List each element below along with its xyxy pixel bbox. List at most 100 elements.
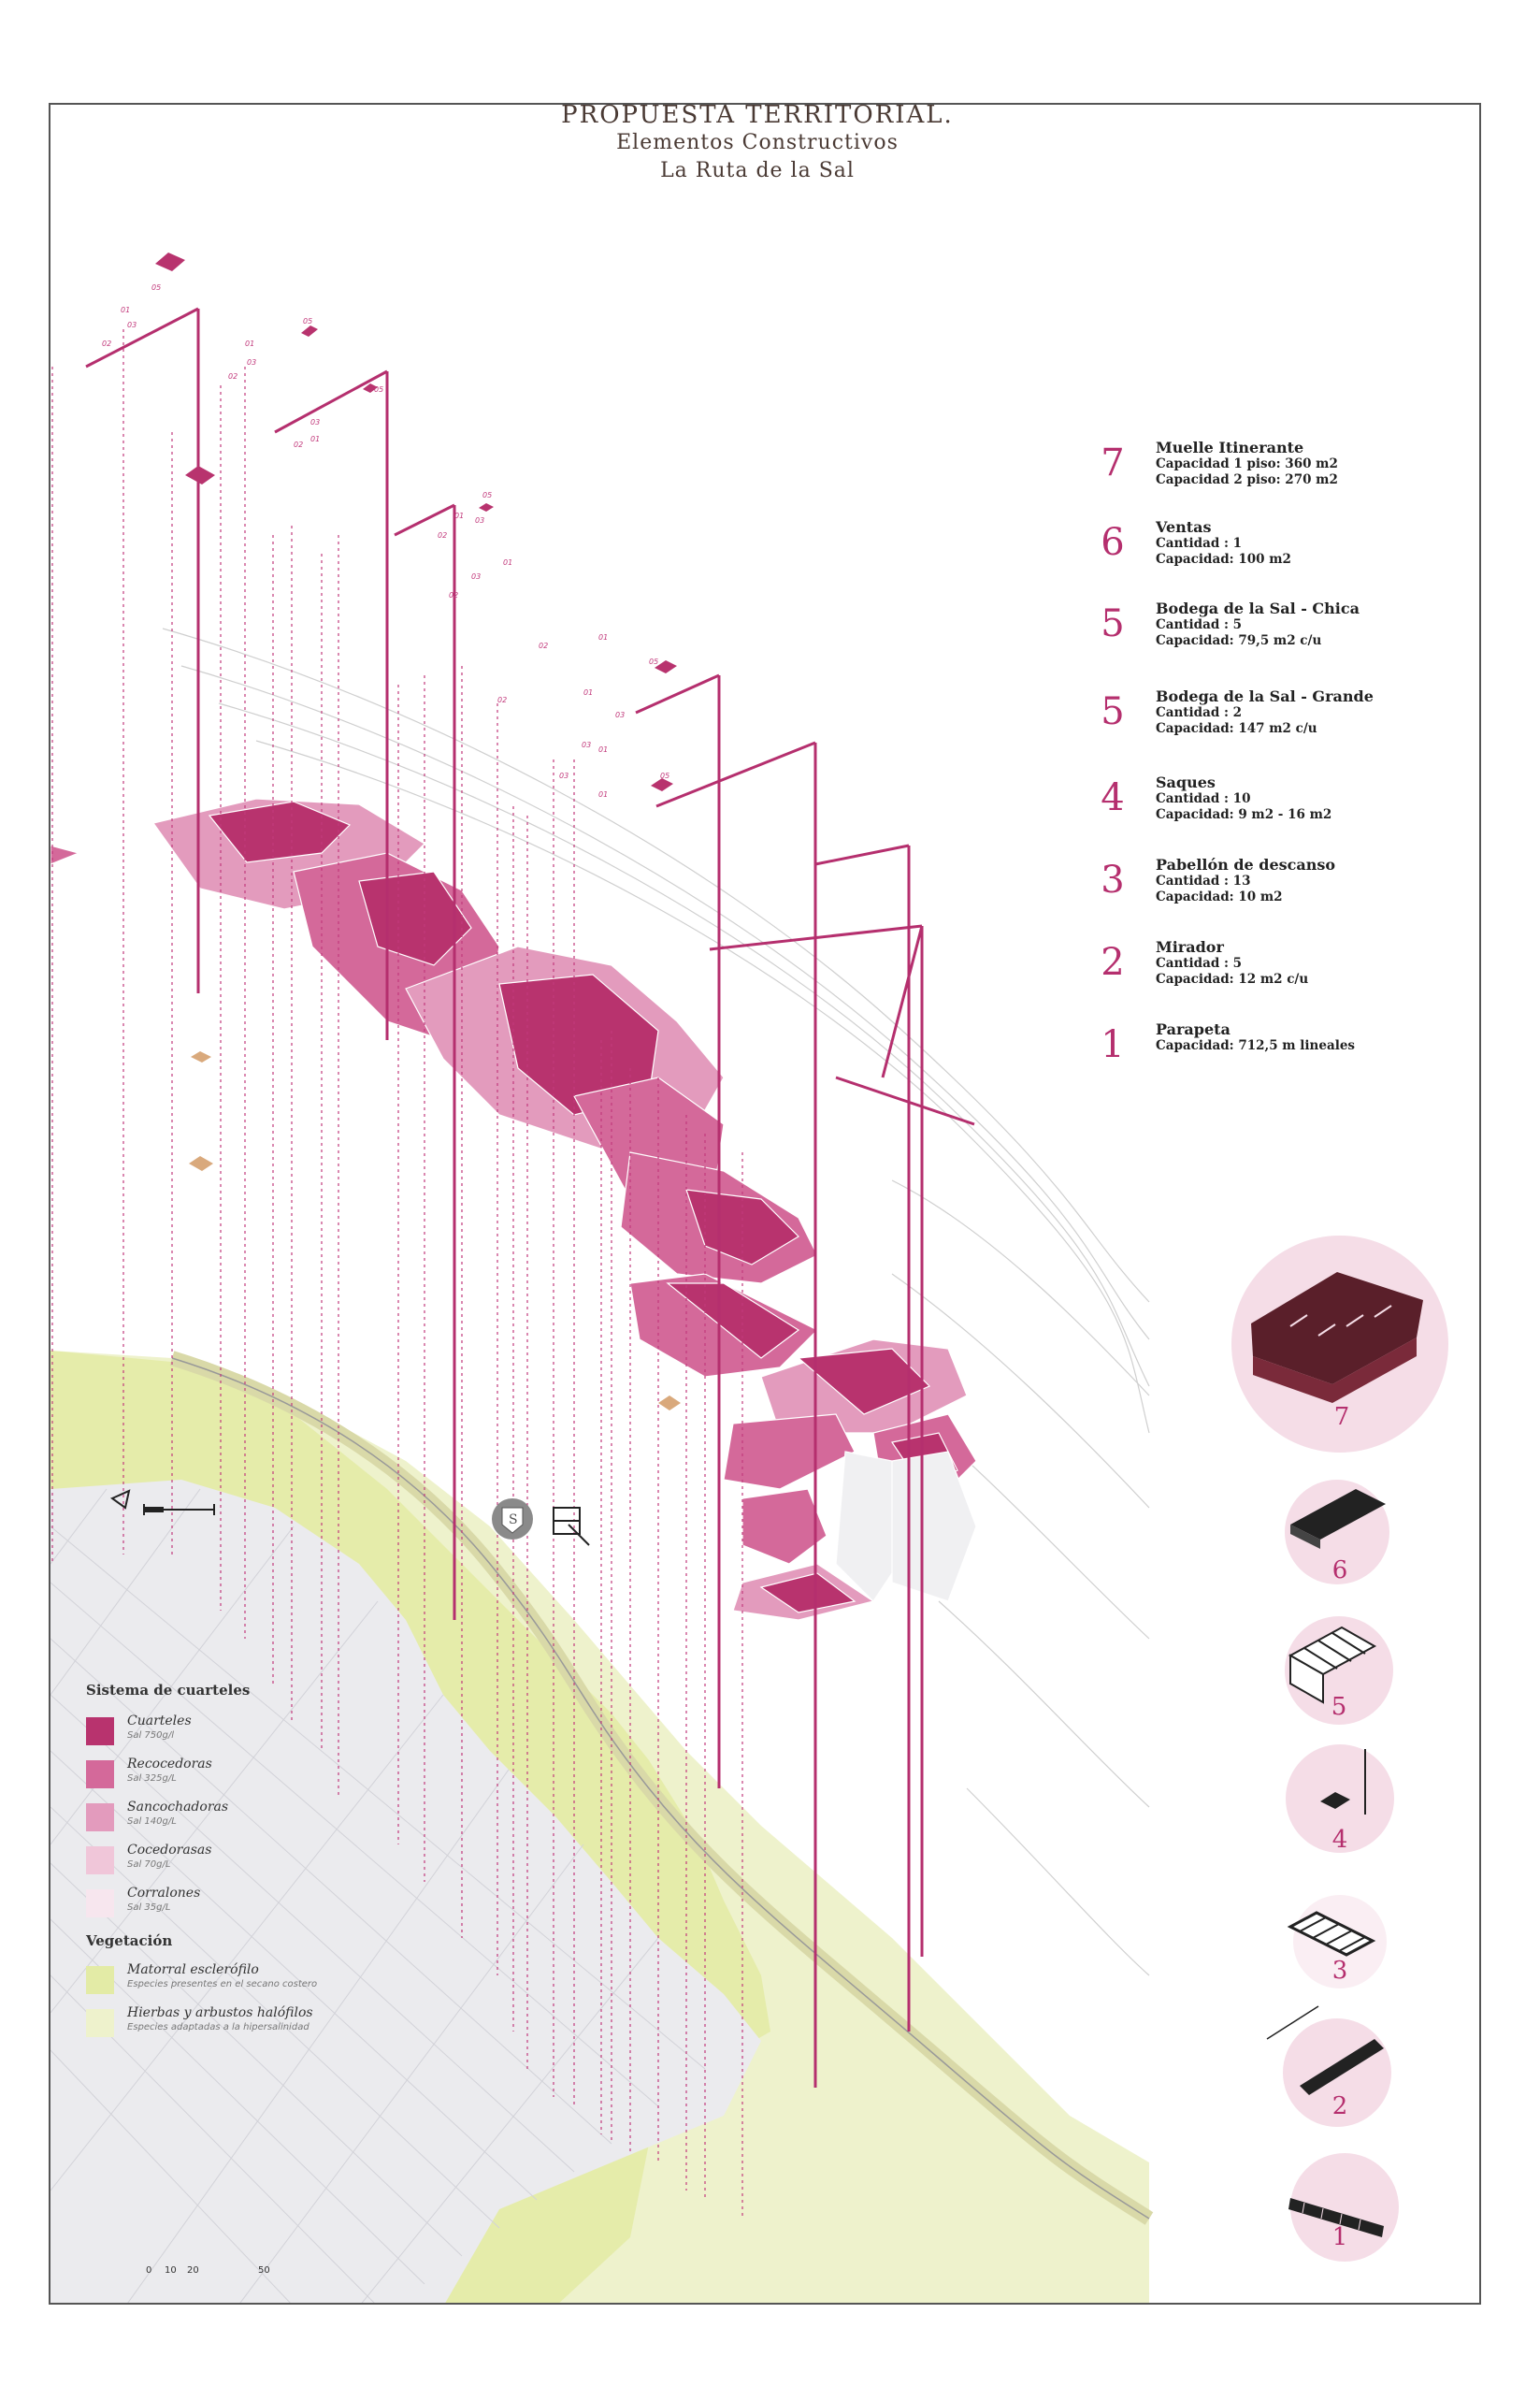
tag-label: 03 (559, 772, 569, 780)
legend-number: 5 (1101, 690, 1125, 733)
legend-detail: Cantidad : 5 (1156, 956, 1243, 971)
legend-row: Recocedoras Sal 325g/L (86, 1757, 441, 1794)
legend-row: Cocedorasas Sal 70g/L (86, 1843, 441, 1880)
legend-detail: Capacidad: 79,5 m2 c/u (1156, 633, 1322, 648)
scale-tick-label: 50 (258, 2265, 270, 2276)
legend-swatch (86, 1760, 114, 1788)
legend-swatch (86, 1803, 114, 1831)
legend-row-name: Hierbas y arbustos halófilos (127, 2005, 313, 2020)
legend-number: 5 (1101, 602, 1125, 645)
page-subtitle-2: La Ruta de la Sal (660, 159, 855, 182)
legend-row-sub: Sal 35g/L (127, 1902, 171, 1913)
legend-swatch (86, 1966, 114, 1994)
tag-label: 01 (598, 633, 608, 642)
tag-label: 01 (245, 340, 254, 348)
legend-detail: Capacidad: 9 m2 - 16 m2 (1156, 807, 1332, 822)
footer-map-icon (553, 1507, 590, 1546)
thumbnail-icons (1231, 1236, 1448, 2262)
svg-text:S: S (509, 1512, 518, 1527)
legend-item-mirador: 2 Mirador Cantidad : 5 Capacidad: 12 m2 … (1094, 939, 1431, 1005)
tag-label: 01 (503, 558, 512, 567)
legend-number: 3 (1101, 859, 1125, 902)
tag-label: 01 (310, 435, 320, 443)
salt-field-panels (50, 798, 977, 1621)
legend-row: Sancochadoras Sal 140g/L (86, 1800, 441, 1837)
thumb-label: 5 (1331, 1693, 1347, 1721)
legend-detail: Cantidad : 5 (1156, 617, 1243, 632)
legend-item-pabellon: 3 Pabellón de descanso Cantidad : 13 Cap… (1094, 857, 1431, 922)
legend-name: Mirador (1156, 938, 1224, 956)
legend-row-sub: Sal 140g/L (127, 1816, 177, 1827)
legend-row-name: Cocedorasas (127, 1843, 212, 1858)
legend-row-sub: Especies presentes en el secano costero (127, 1979, 318, 1989)
legend-swatch (86, 1889, 114, 1917)
projection-lines (51, 329, 743, 2219)
legend-detail: Cantidad : 10 (1156, 791, 1251, 806)
legend-swatch (86, 1717, 114, 1745)
legend-name: Parapeta (1156, 1020, 1231, 1038)
legend-heading: Sistema de cuarteles (86, 1682, 251, 1699)
legend-detail: Capacidad 1 piso: 360 m2 (1156, 456, 1338, 471)
thumb-saque-image (1286, 1744, 1394, 1853)
legend-row: Corralones Sal 35g/L (86, 1886, 441, 1923)
tag-label: 05 (660, 772, 669, 780)
tag-label: 01 (598, 745, 608, 754)
tag-label: 02 (449, 591, 458, 600)
legend-heading: Vegetación (86, 1932, 173, 1949)
tag-label: 03 (475, 516, 484, 525)
footer-logo: S (492, 1498, 533, 1540)
legend-item-bodega-chica: 5 Bodega de la Sal - Chica Cantidad : 5 … (1094, 600, 1431, 666)
tag-label: 05 (151, 283, 161, 292)
element-frames (85, 307, 975, 2088)
legend-detail: Capacidad: 100 m2 (1156, 552, 1291, 567)
thumb-label: 7 (1333, 1403, 1350, 1431)
thumb-ventas-image (1285, 1480, 1389, 1584)
thumb-pabellon-image (1287, 1895, 1387, 1988)
legend-item-parapeta: 1 Parapeta Capacidad: 712,5 m lineales (1094, 1021, 1431, 1087)
legend-row-name: Sancochadoras (127, 1800, 229, 1815)
thumb-label: 2 (1331, 2092, 1348, 2120)
legend-name: Saques (1156, 774, 1216, 791)
north-arrow-icon (109, 1489, 131, 1510)
legend-number: 4 (1101, 776, 1125, 819)
legend-item-muelle: 7 Muelle Itinerante Capacidad 1 piso: 36… (1094, 440, 1431, 505)
tag-label: 02 (438, 531, 447, 540)
tag-label: 03 (582, 741, 591, 749)
legend-number: 2 (1101, 941, 1125, 984)
tag-label: 01 (598, 790, 608, 799)
tag-label: 01 (454, 512, 464, 520)
legend-detail: Capacidad: 147 m2 c/u (1156, 721, 1317, 736)
legend-number: 6 (1101, 521, 1125, 564)
legend-row-sub: Sal 70g/L (127, 1859, 171, 1870)
tag-label: 03 (127, 321, 137, 329)
territorial-map: 05 01 03 02 01 03 02 05 05 03 01 02 05 0… (50, 253, 1154, 2303)
tag-label: 02 (294, 441, 303, 449)
tag-label: 03 (310, 418, 320, 427)
legend-row-name: Cuarteles (127, 1714, 192, 1728)
page-subtitle: Elementos Constructivos (616, 131, 899, 154)
thumb-parapeta-image (1288, 2153, 1399, 2262)
thumb-label: 1 (1331, 2223, 1348, 2251)
tag-label: 05 (482, 491, 492, 499)
page-title: PROPUESTA TERRITORIAL. (561, 101, 954, 129)
legend-detail: Capacidad: 10 m2 (1156, 889, 1283, 904)
tag-label: 05 (303, 317, 312, 325)
tag-label: 05 (649, 658, 658, 666)
tag-label: 02 (539, 642, 548, 650)
element-blocks (155, 253, 681, 1410)
legend-row-sub: Sal 325g/L (127, 1773, 177, 1784)
tag-label: 03 (471, 572, 481, 581)
scale-tick-label: 20 (187, 2265, 199, 2276)
legend-item-bodega-grande: 5 Bodega de la Sal - Grande Cantidad : 2… (1094, 688, 1431, 754)
scale-bar (143, 1504, 215, 1515)
legend-detail: Capacidad: 12 m2 c/u (1156, 972, 1309, 987)
legend-name: Ventas (1156, 518, 1212, 536)
legend-name: Bodega de la Sal - Grande (1156, 687, 1374, 705)
legend-row: Matorral esclerófilo Especies presentes … (86, 1962, 441, 2000)
legend-detail: Cantidad : 2 (1156, 705, 1243, 720)
tag-label: 01 (121, 306, 130, 314)
thumb-mirador-image (1266, 2005, 1391, 2127)
salt-pan-grid (50, 1488, 706, 2303)
legend-name: Pabellón de descanso (1156, 856, 1336, 874)
legend-item-ventas: 6 Ventas Cantidad : 1 Capacidad: 100 m2 (1094, 519, 1431, 585)
